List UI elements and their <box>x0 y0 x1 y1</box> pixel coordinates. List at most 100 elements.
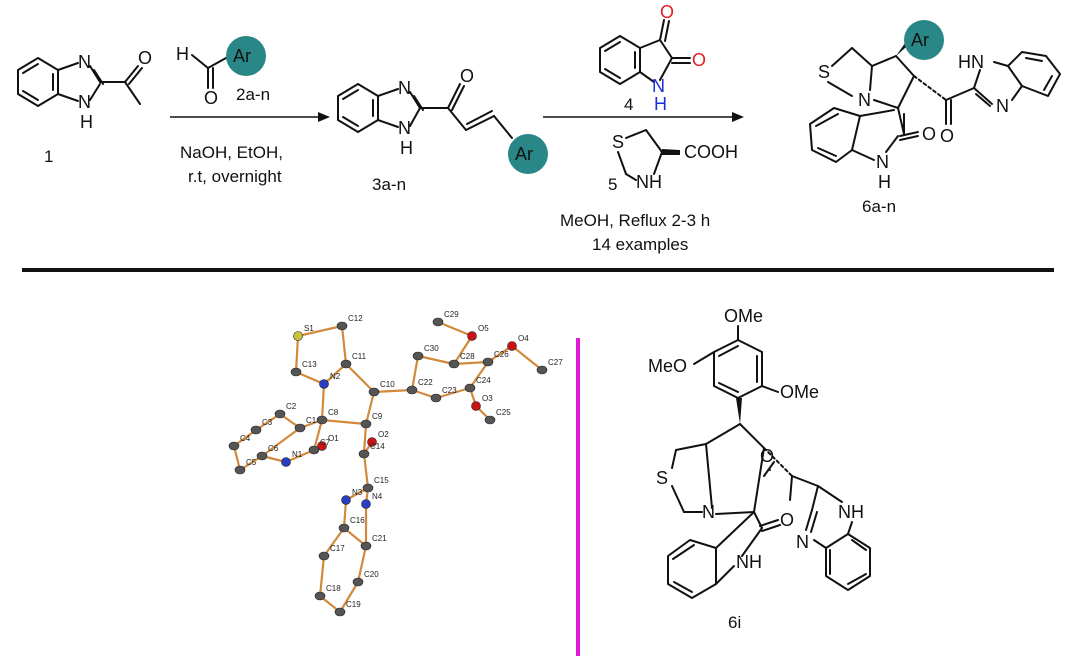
ortep-atom-c8 <box>316 415 328 425</box>
ortep-atom-c7 <box>308 445 320 455</box>
ortep-bond <box>340 325 348 365</box>
atom-O: O <box>760 446 774 466</box>
ortep-atom-c29 <box>432 317 444 327</box>
atom-COOH: COOH <box>684 142 738 162</box>
ortep-label-c26: C26 <box>494 350 509 359</box>
atom-NH: N <box>876 152 889 172</box>
ortep-label-c1: C1 <box>306 416 317 425</box>
ortep-label-o5: O5 <box>478 324 489 333</box>
ar-substituent-circle <box>904 20 944 60</box>
ortep-bond <box>323 527 345 557</box>
ortep-label-c13: C13 <box>302 360 317 369</box>
ortep-atom-n4 <box>361 499 371 509</box>
ortep-label-c5: C5 <box>246 458 257 467</box>
step1-conditions-line2: r.t, overnight <box>188 167 282 186</box>
step2-conditions-line1: MeOH, Reflux 2-3 h <box>560 211 710 230</box>
ortep-bond <box>469 361 489 389</box>
ortep-label-c21: C21 <box>372 534 387 543</box>
ortep-atom-c23 <box>430 393 442 403</box>
ortep-label-c28: C28 <box>460 352 475 361</box>
atom-NH: NH <box>636 172 662 192</box>
ortep-atom-o5 <box>467 331 477 341</box>
ortep-bond <box>312 419 324 451</box>
ortep-label-o2: O2 <box>378 430 389 439</box>
ortep-label-c18: C18 <box>326 584 341 593</box>
atom-N: N <box>796 532 809 552</box>
ortep-atom-c4 <box>228 441 240 451</box>
atom-N: N <box>702 502 715 522</box>
ortep-label-s1: S1 <box>304 324 314 333</box>
ortep-label-o1: O1 <box>328 434 339 443</box>
ortep-atom-c24 <box>464 383 476 393</box>
ortep-label-c24: C24 <box>476 376 491 385</box>
ortep-bond <box>362 423 368 455</box>
atom-S: S <box>656 468 668 488</box>
compound-1-label: 1 <box>44 147 53 166</box>
ortep-label-c29: C29 <box>444 310 459 319</box>
product-6-structure: S N Ar O HN N O N H <box>809 20 1061 192</box>
ortep-atom-c16 <box>338 523 350 533</box>
ortep-bond <box>364 391 376 425</box>
arrowhead-2 <box>732 112 744 122</box>
ortep-label-c2: C2 <box>286 402 297 411</box>
ortep-atom-c10 <box>368 387 380 397</box>
ortep-atom-s1 <box>293 331 303 341</box>
ortep-atom-c1 <box>294 423 306 433</box>
arrowhead-1 <box>318 112 330 122</box>
aldehyde-O: O <box>204 88 218 108</box>
ortep-label-n4: N4 <box>372 492 383 501</box>
step1-conditions-line1: NaOH, EtOH, <box>180 143 283 162</box>
atom-N: N <box>398 78 411 98</box>
ortep-atom-c26 <box>482 357 494 367</box>
vertical-divider <box>576 338 580 656</box>
atom-O: O <box>940 126 954 146</box>
ortep-bond <box>435 386 471 400</box>
methoxy-OMe-para: OMe <box>724 306 763 326</box>
methoxy-MeO: MeO <box>648 356 687 376</box>
ortep-label-c17: C17 <box>330 544 345 553</box>
ortep-label-c25: C25 <box>496 408 511 417</box>
ortep-atom-c12 <box>336 321 348 331</box>
ortep-label-n1: N1 <box>292 450 303 459</box>
ortep-atom-c19 <box>334 607 346 617</box>
ortep-bond <box>321 418 367 426</box>
ortep-atom-o1 <box>317 441 327 451</box>
atom-S: S <box>612 132 624 152</box>
atom-NH: NH <box>736 552 762 572</box>
ortep-bond <box>323 363 347 385</box>
ortep-label-c15: C15 <box>374 476 389 485</box>
ortep-atom-c27 <box>536 365 548 375</box>
ortep-atom-c3 <box>250 425 262 435</box>
ortep-bond <box>437 320 473 338</box>
ortep-bond <box>417 354 455 366</box>
ortep-bond <box>410 355 420 391</box>
ortep-atom-c2 <box>274 409 286 419</box>
ortep-label-c14: C14 <box>370 442 385 451</box>
ortep-atom-c18 <box>314 591 326 601</box>
atom-H: H <box>80 112 93 132</box>
atom-O: O <box>922 124 936 144</box>
ortep-bond <box>297 324 343 338</box>
atom-O: O <box>460 66 474 86</box>
reagent-4-structure: O O N H <box>599 2 706 114</box>
ortep-atom-o4 <box>507 341 517 351</box>
ortep-label-c27: C27 <box>548 358 563 367</box>
reagent-2-structure: H O Ar <box>176 36 266 108</box>
ortep-atom-o3 <box>471 401 481 411</box>
horizontal-divider <box>22 268 1054 272</box>
ortep-atom-c13 <box>290 367 302 377</box>
compound-1-structure: N N H O <box>17 48 152 132</box>
ar-substituent-circle <box>226 36 266 76</box>
ortep-label-c19: C19 <box>346 600 361 609</box>
ortep-label-c7: C7 <box>320 438 331 447</box>
ar-substituent-circle <box>508 134 548 174</box>
atom-N: N <box>78 52 91 72</box>
ortep-label-c11: C11 <box>352 352 367 361</box>
ortep-atom-c14 <box>358 449 370 459</box>
ortep-bond <box>261 427 301 457</box>
ortep-bond <box>294 335 300 373</box>
ortep-atom-c15 <box>362 483 374 493</box>
